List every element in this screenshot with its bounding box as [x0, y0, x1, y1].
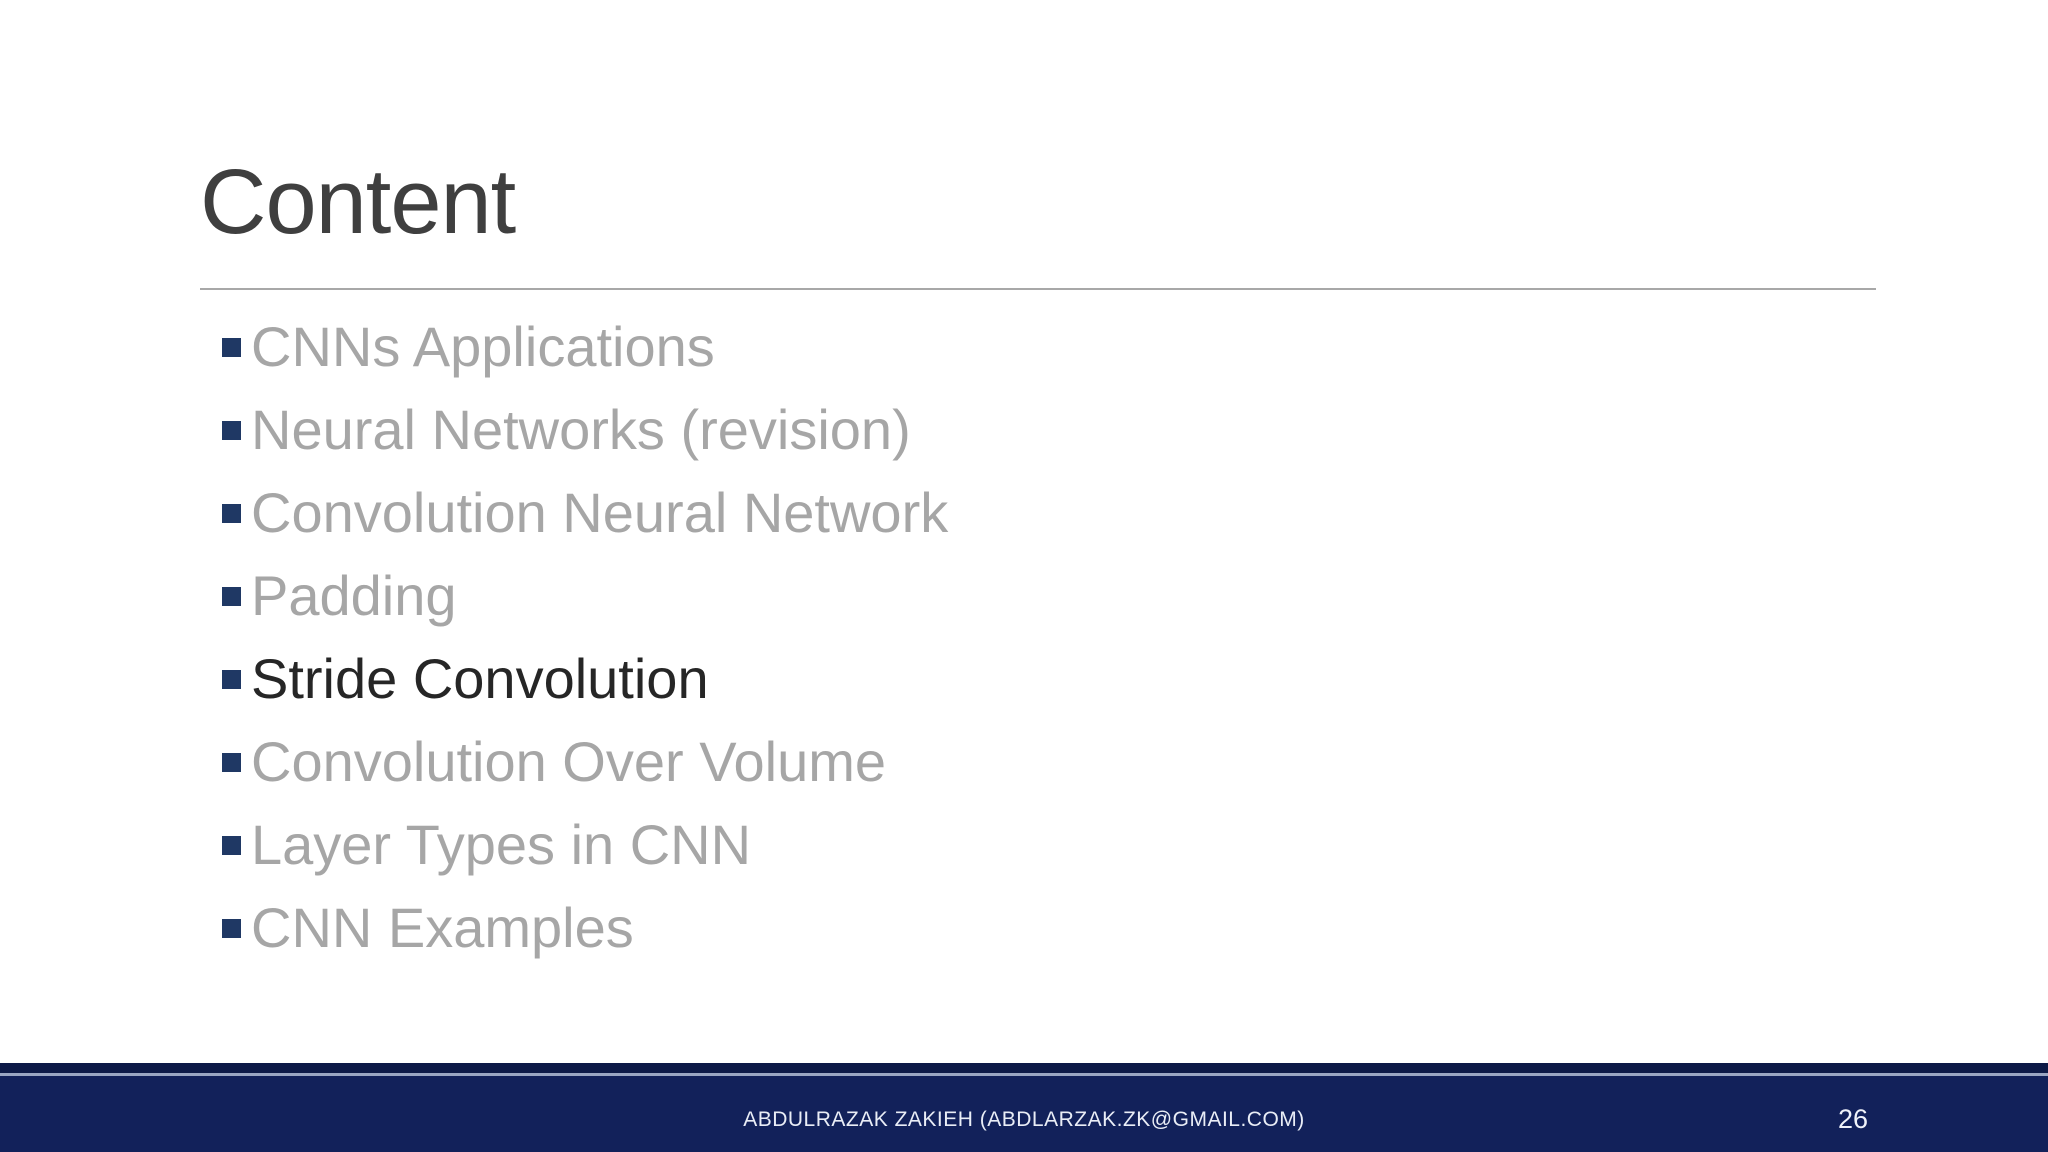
toc-item-label: Stride Convolution	[251, 647, 709, 710]
page-number: 26	[1837, 1104, 1868, 1134]
toc-item: Layer Types in CNN	[222, 803, 948, 886]
toc-item: Neural Networks (revision)	[222, 388, 948, 471]
toc-item-label: CNNs Applications	[251, 315, 715, 378]
toc-item-label: Padding	[251, 564, 457, 627]
title-divider	[200, 288, 1876, 290]
slide-footer: ABDULRAZAK ZAKIEH (ABDLARZAK.ZK@GMAIL.CO…	[0, 1063, 2048, 1152]
square-bullet-icon	[222, 587, 241, 606]
footer-author-text: ABDULRAZAK ZAKIEH (ABDLARZAK.ZK@GMAIL.CO…	[743, 1108, 1305, 1131]
toc-item-label: Convolution Neural Network	[251, 481, 949, 544]
square-bullet-icon	[222, 753, 241, 772]
toc-item: CNN Examples	[222, 886, 948, 969]
square-bullet-icon	[222, 421, 241, 440]
square-bullet-icon	[222, 919, 241, 938]
toc-item: Convolution Over Volume	[222, 720, 948, 803]
toc-item-current: Stride Convolution	[222, 637, 948, 720]
square-bullet-icon	[222, 670, 241, 689]
square-bullet-icon	[222, 504, 241, 523]
toc-item: CNNs Applications	[222, 305, 948, 388]
toc-item-label: Layer Types in CNN	[251, 813, 752, 876]
toc-item-label: Neural Networks (revision)	[251, 398, 911, 461]
footer-accent-line	[0, 1073, 2048, 1076]
toc-item: Convolution Neural Network	[222, 471, 948, 554]
toc-item-label: CNN Examples	[251, 896, 634, 959]
table-of-contents: CNNs Applications Neural Networks (revis…	[222, 305, 948, 969]
page-title: Content	[200, 151, 516, 253]
toc-item: Padding	[222, 554, 948, 637]
toc-item-label: Convolution Over Volume	[251, 730, 887, 793]
footer-top-strip	[0, 1063, 2048, 1073]
square-bullet-icon	[222, 836, 241, 855]
square-bullet-icon	[222, 338, 241, 357]
